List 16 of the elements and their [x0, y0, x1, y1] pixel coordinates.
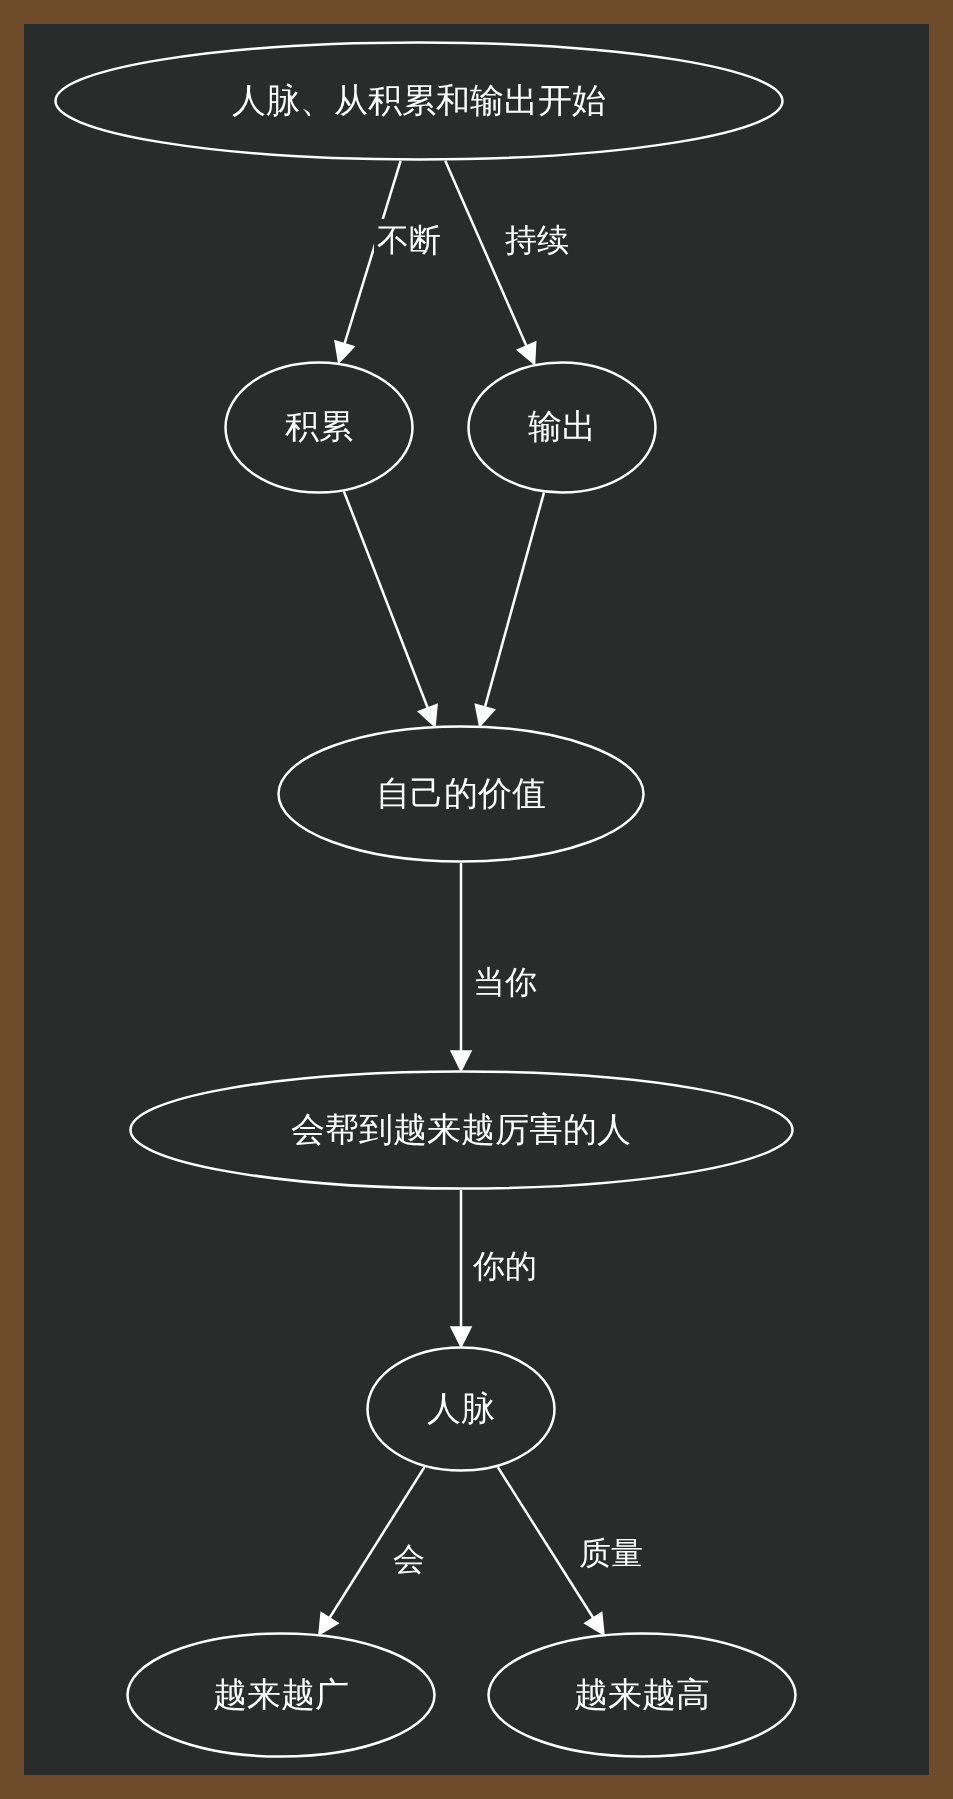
arrow	[496, 1466, 605, 1636]
node-text: 自己的价值	[376, 772, 546, 815]
node-text: 人脉、从积累和输出开始	[232, 79, 606, 122]
node-text: 输出	[528, 405, 596, 448]
node-text: 人脉	[427, 1387, 495, 1430]
arrow	[334, 160, 402, 364]
arrow	[342, 490, 438, 727]
node-text: 越来越广	[213, 1673, 349, 1716]
arrow	[318, 1466, 426, 1636]
node-text: 越来越高	[574, 1673, 710, 1716]
arrow	[450, 1190, 472, 1348]
node-text: 积累	[285, 405, 353, 448]
arrow	[475, 491, 546, 727]
arrow	[450, 863, 472, 1072]
arrow	[444, 160, 536, 365]
node-text: 会帮到越来越厉害的人	[291, 1108, 631, 1151]
